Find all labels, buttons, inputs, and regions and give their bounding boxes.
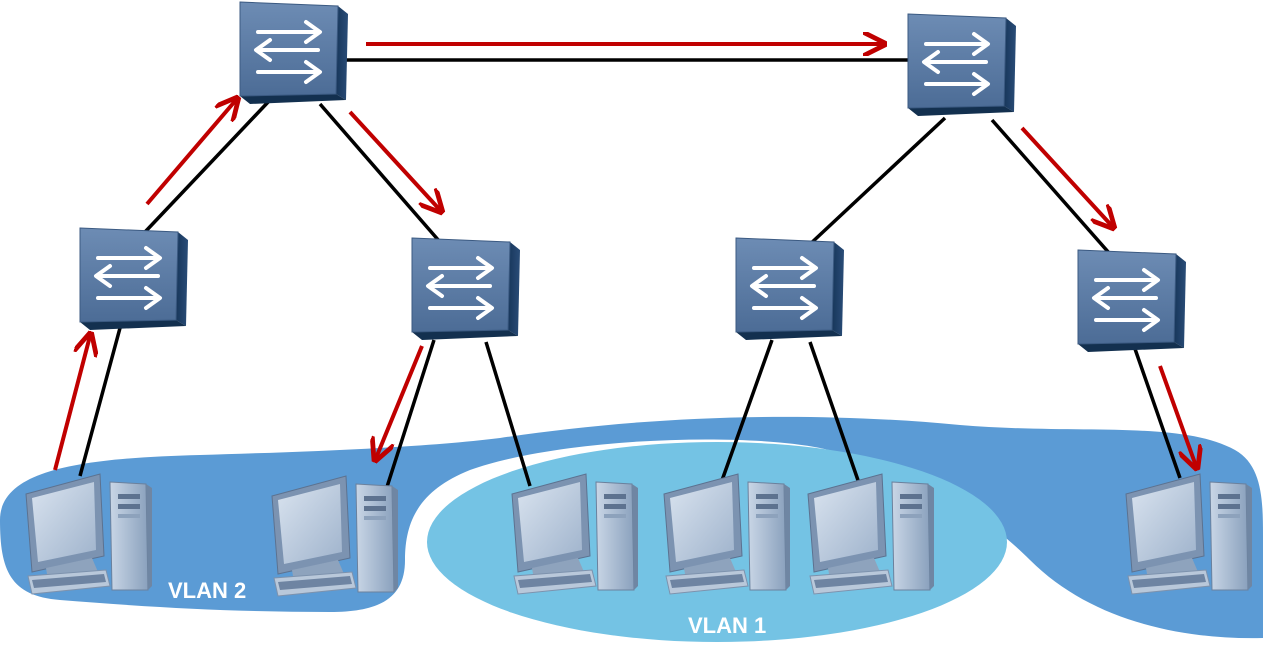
computer-icon	[807, 473, 935, 595]
arrow-mid2-down	[376, 345, 424, 458]
computer-icon	[271, 475, 399, 597]
traffic-arrows	[53, 44, 1196, 471]
switch-icon	[1076, 248, 1186, 354]
switch-icon	[410, 236, 520, 342]
link-tr-mid4	[990, 118, 1112, 256]
link-mid3-pc5	[808, 341, 862, 487]
computer-icon	[25, 473, 153, 595]
link-mid3-pc4	[718, 339, 774, 487]
link-tl-mid1	[143, 98, 272, 234]
vlan2-label: VLAN 2	[168, 578, 246, 603]
link-tl-mid2	[318, 102, 442, 244]
arrow-tl-down	[348, 110, 440, 210]
computer-icon	[663, 473, 791, 595]
link-mid2-pc3	[484, 341, 532, 487]
links	[78, 58, 1182, 491]
arrow-pc1-up	[53, 336, 90, 471]
switch-icon	[78, 226, 188, 332]
switch-icon	[238, 0, 348, 106]
computer-icon	[1125, 473, 1253, 595]
switch-icon	[906, 12, 1016, 118]
computer-icon	[511, 473, 639, 595]
link-mid4-pc6	[1132, 345, 1182, 479]
arrow-mid1-up	[145, 100, 236, 206]
link-tr-mid3	[806, 116, 947, 248]
link-mid1-pc1	[78, 327, 122, 477]
arrow-mid4-down	[1158, 365, 1196, 466]
switch-icon	[734, 236, 844, 342]
vlan1-label: VLAN 1	[688, 613, 766, 638]
arrow-tr-down	[1020, 126, 1112, 226]
